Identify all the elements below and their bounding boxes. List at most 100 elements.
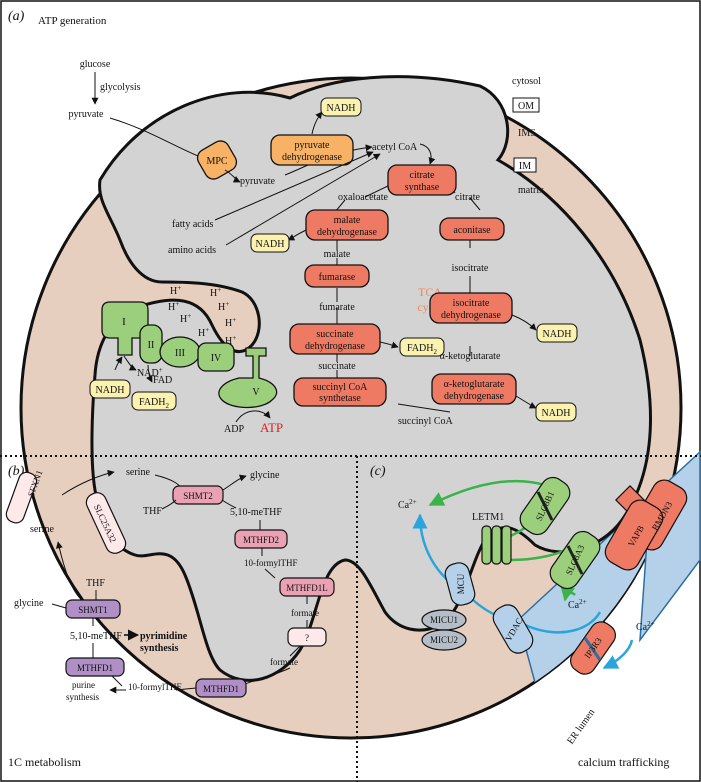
fumarase-label: fumarase (319, 272, 356, 283)
im-box (513, 157, 537, 173)
pyrimidine-label-1: pyrimidine (140, 631, 188, 642)
fad-label: FAD (153, 375, 172, 386)
nadh-pdh (320, 97, 362, 117)
serine-cytosol-label: serine (30, 524, 54, 535)
ca-green-efflux-arrow (428, 479, 546, 507)
mcu-label: MCU (456, 573, 466, 594)
nadh-akgdh-label: NADH (542, 408, 571, 419)
micu2-label: MICU2 (430, 635, 458, 645)
letm1-label: LETM1 (472, 512, 504, 523)
unknown-transporter-label: ? (305, 633, 309, 643)
mcu-channel (444, 562, 476, 606)
shmt1-label: SHMT1 (78, 605, 108, 615)
amino-acids-arrow (225, 153, 381, 246)
ca-label-3: Ca2+ (636, 620, 655, 633)
citrate-label: citrate (455, 192, 481, 203)
shmt2-to-methf (221, 499, 237, 509)
cs-label-1: citrate (410, 170, 436, 181)
mthfd1l-label: MTHFD1L (286, 583, 328, 593)
ca-green-to-er (560, 585, 576, 602)
fadh-etc-label: FADH2 (139, 397, 169, 410)
slc8a3-bar (566, 545, 584, 575)
svg-text:H+: H+ (225, 316, 236, 329)
nadh-idh (536, 323, 578, 343)
mthfd2-enzyme (234, 529, 288, 549)
shmt2-label: SHMT2 (183, 491, 213, 501)
mthfd2-label: MTHFD2 (243, 535, 279, 545)
nadh-idh-label: NADH (543, 329, 572, 340)
formate-to-mthfd1-2 (244, 667, 291, 685)
methf-cytosol-label: 5,10-meTHF (70, 631, 122, 642)
shmt2-enzyme (172, 485, 224, 505)
complex-iii-label: III (175, 348, 185, 359)
scs-label-2: synthetase (319, 393, 361, 404)
fadh-etc (131, 391, 177, 411)
akg-dehydrogenase (431, 373, 517, 405)
fadh-sdh-label: FADH2 (407, 343, 437, 356)
mdh-label-2: dehydrogenase (317, 227, 378, 238)
glycine-cytosol-label: glycine (14, 598, 44, 609)
ip3r3-bar (583, 637, 602, 661)
nadh-pdh-label: NADH (327, 103, 356, 114)
svg-text:H+: H+ (168, 300, 179, 313)
succinyl-coa-label: succinyl CoA (398, 416, 453, 427)
cs-label-2: synthase (405, 182, 440, 193)
complex-ii-label: II (148, 340, 155, 351)
slc25a32-transporter (85, 492, 127, 554)
nad-arrow (123, 355, 137, 371)
sdh-label-1: succinate (316, 329, 354, 340)
panel-a-title: ATP generation (38, 15, 107, 27)
fatty-acids-label: fatty acids (172, 219, 213, 230)
akgdh-label-1: α-ketoglutarate (444, 379, 505, 390)
om-label: OM (518, 101, 534, 112)
methf-matrix-label: 5,10-meTHF (230, 507, 282, 518)
purine-label-1: purine (72, 680, 95, 690)
formylthf-cytosol-label: 10-formylTHF (128, 682, 182, 692)
formate-matrix-label: formate (291, 608, 319, 618)
sdh-label-2: dehydrogenase (305, 341, 366, 352)
svg-text:H+: H+ (170, 284, 181, 297)
purine-label-2: synthesis (66, 692, 100, 702)
nadh-mdh (250, 233, 290, 253)
oxaloacetate-label: oxaloacetate (338, 192, 389, 203)
glycine-to-shmt1 (51, 603, 67, 609)
svg-text:H+: H+ (198, 326, 209, 339)
formate-cytosol-label: formate (270, 657, 298, 667)
vdac-channel (492, 604, 534, 654)
mpc-label: MPC (206, 156, 227, 167)
adp-to-atp-arrow (235, 410, 271, 423)
micu1-label: MICU1 (430, 615, 458, 625)
scs-label-1: succinyl CoA (313, 382, 368, 393)
pdh-enzyme (270, 134, 354, 166)
complex-iv-label: IV (211, 353, 222, 364)
ca-blue-vdac (524, 611, 602, 634)
letm1-channel (481, 525, 512, 565)
panel-c-title: calcium trafficking (578, 755, 669, 769)
shmt2-to-glycine-arrow (222, 474, 247, 491)
serine-import-arrow (61, 469, 115, 496)
mthfd1-2-to-formylthf (175, 687, 197, 691)
tca-connectors (334, 184, 481, 413)
pdh-label-1: pyruvate (295, 140, 331, 151)
cytosol-label: cytosol (512, 76, 541, 87)
succinyl-coa-synthetase (293, 377, 387, 407)
mthfd1-2-label: MTHFD1 (203, 684, 239, 694)
svg-text:H+: H+ (210, 286, 221, 299)
complex-v (218, 347, 278, 409)
akgdh-label-2: dehydrogenase (444, 391, 505, 402)
serine-matrix-label: serine (126, 467, 150, 478)
unknown-transporter (287, 627, 327, 647)
formylthf-matrix-label: 10-formylTHF (244, 558, 298, 568)
mthfd1-enzyme (65, 657, 125, 677)
formylthf-to-mthfd1l (264, 568, 276, 579)
er-lumen-label: ER lumen (565, 707, 597, 746)
aconitase-enzyme (439, 217, 505, 241)
fadh-sdh (399, 337, 445, 357)
citrate-synthase (387, 164, 457, 196)
idh-label-1: isocitrate (453, 298, 490, 309)
matrix-label: matrix (518, 185, 544, 196)
sfxn1-transporter (5, 471, 38, 524)
adp-label: ADP (224, 424, 244, 435)
fad-arrow (146, 364, 153, 383)
